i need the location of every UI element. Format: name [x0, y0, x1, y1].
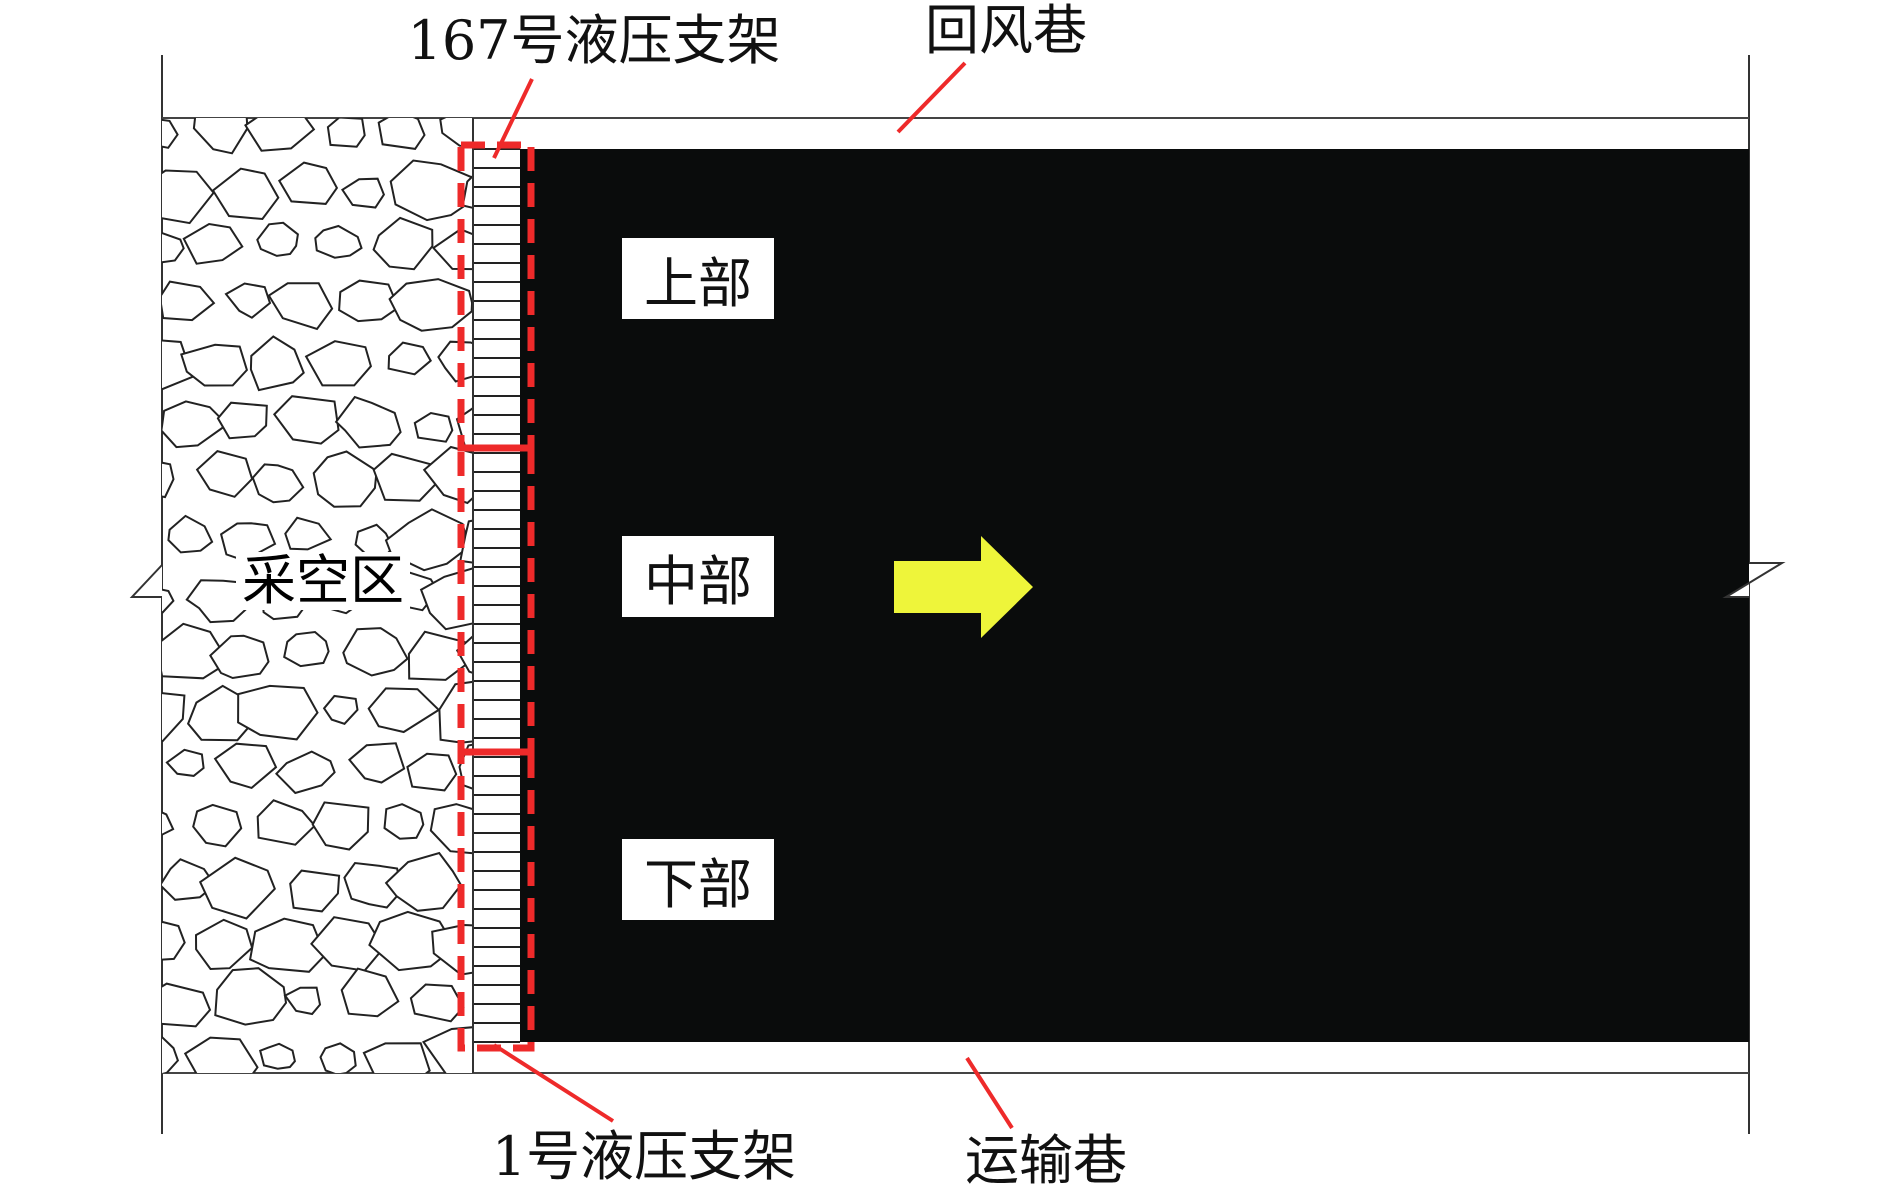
rock — [167, 514, 214, 554]
rock — [209, 634, 270, 680]
rock — [249, 335, 305, 392]
rock — [362, 1042, 431, 1073]
rock — [388, 278, 473, 332]
rock — [343, 861, 403, 909]
rock — [334, 395, 402, 449]
rock — [368, 910, 457, 972]
rock — [211, 167, 280, 221]
goaf-label: 采空区 — [236, 552, 410, 610]
rock — [198, 856, 276, 920]
rock — [162, 982, 212, 1028]
middle-zone-box — [457, 444, 535, 756]
rock — [409, 983, 465, 1023]
rock — [338, 279, 400, 323]
return-roadway-label: 回风巷 — [925, 0, 1087, 62]
rock — [162, 169, 215, 225]
rock — [372, 216, 434, 271]
rock — [406, 752, 458, 792]
rock — [248, 917, 327, 973]
rock — [162, 118, 179, 149]
rock — [322, 694, 359, 725]
hydraulic-supports — [474, 148, 520, 1043]
rock — [342, 627, 409, 677]
rock — [162, 232, 185, 264]
rock — [326, 118, 366, 148]
rock — [214, 967, 288, 1026]
rock — [183, 1036, 259, 1073]
haulage-roadway-label: 运输巷 — [965, 1129, 1127, 1192]
rock — [195, 449, 254, 498]
zone-lower-label: 下部 — [622, 839, 774, 920]
leader-support-bottom — [492, 1043, 615, 1123]
rock — [162, 588, 175, 614]
rock — [340, 177, 386, 209]
rock — [162, 339, 194, 391]
rock — [459, 519, 473, 564]
rock — [283, 630, 330, 668]
break-mark-left — [129, 564, 163, 598]
rock — [162, 1035, 180, 1073]
rock — [256, 799, 317, 846]
rock — [311, 801, 370, 851]
rock — [213, 742, 278, 790]
zone-upper-label: 上部 — [622, 238, 774, 319]
rock — [162, 920, 186, 961]
rock — [165, 748, 205, 777]
rock — [162, 692, 186, 743]
rock — [162, 461, 175, 499]
advance-arrow-icon — [894, 536, 1033, 638]
rock — [383, 803, 425, 840]
rock — [389, 159, 473, 222]
rock — [162, 622, 231, 680]
support-167-label: 167号液压支架 — [407, 9, 781, 72]
rock — [284, 516, 333, 551]
rock — [367, 687, 441, 734]
support-1-label: 1号液压支架 — [491, 1125, 797, 1188]
rock — [244, 118, 316, 152]
leader-support-top — [492, 78, 534, 159]
rock — [272, 395, 340, 445]
rock — [251, 463, 305, 504]
rock — [314, 224, 363, 259]
rock — [304, 340, 373, 387]
upper-zone-box — [457, 141, 535, 452]
rock — [162, 400, 229, 449]
break-mark-right — [1722, 562, 1786, 598]
rock — [455, 634, 473, 675]
rock — [192, 803, 243, 848]
rock — [289, 869, 341, 913]
rock — [319, 1042, 357, 1073]
rock — [413, 411, 454, 443]
rock — [216, 401, 268, 440]
rock — [162, 811, 175, 836]
rock — [277, 161, 339, 205]
rock — [438, 680, 473, 744]
rock — [461, 174, 473, 209]
rock — [180, 343, 249, 387]
rock — [267, 282, 334, 331]
rock — [194, 918, 254, 971]
rock — [439, 118, 473, 148]
rock — [162, 280, 216, 322]
rock — [256, 221, 299, 257]
rock — [283, 986, 322, 1016]
zone-middle-label: 中部 — [622, 536, 774, 617]
rock — [347, 742, 406, 784]
rock — [275, 750, 336, 795]
rock — [387, 341, 432, 376]
rock — [192, 118, 249, 155]
rock — [162, 858, 217, 901]
rock — [384, 851, 463, 912]
leader-return-roadway — [896, 61, 967, 134]
rock — [182, 222, 244, 265]
rock — [224, 282, 272, 319]
rock — [237, 684, 319, 741]
rock — [340, 967, 400, 1018]
rock — [259, 1042, 296, 1070]
rock — [377, 118, 426, 150]
rock — [312, 450, 378, 508]
rock — [372, 452, 439, 502]
leader-haulage-roadway — [965, 1056, 1014, 1130]
